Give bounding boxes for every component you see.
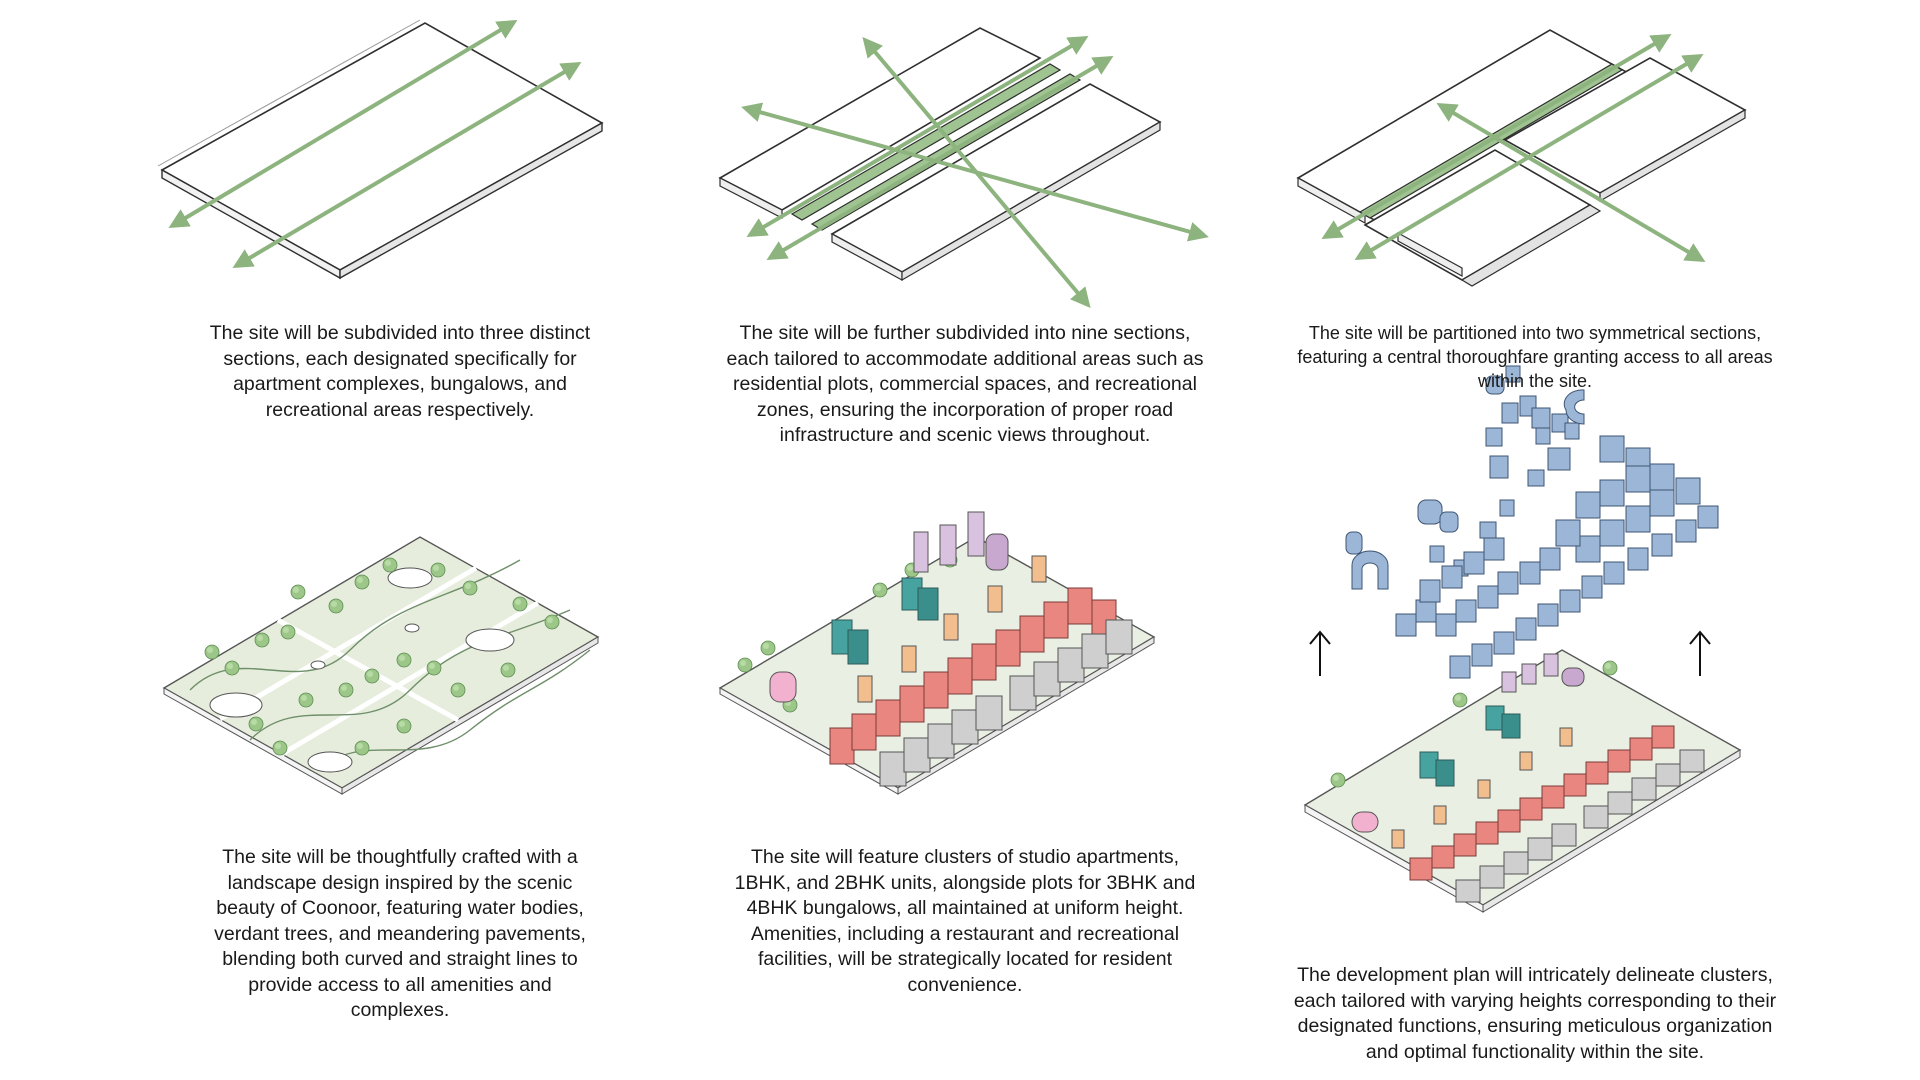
caption-step4: The site will be thoughtfully crafted wi… — [214, 846, 586, 1021]
direction-arrow — [232, 61, 582, 269]
diagram-step6-exploded — [1303, 365, 1742, 913]
caption-step2: The site will be further subdivided into… — [726, 322, 1204, 446]
caption-step1: The site will be subdivided into three d… — [209, 322, 591, 421]
direction-arrow — [1436, 102, 1706, 263]
direction-arrow — [862, 36, 1091, 309]
arrow-up-icon — [1309, 630, 1331, 676]
caption-step6: The development plan will intricately de… — [1293, 964, 1777, 1063]
diagram-step2 — [718, 27, 1209, 309]
diagram-step3 — [1296, 29, 1747, 287]
caption-step5: The site will feature clusters of studio… — [734, 846, 1196, 996]
caption-step3: The site will be partitioned into two sy… — [1297, 323, 1773, 391]
diagram-step4-landscape — [162, 536, 600, 795]
diagram-step5-buildings — [718, 511, 1156, 795]
diagram-step1 — [157, 19, 604, 280]
arrow-up-icon — [1689, 630, 1711, 676]
